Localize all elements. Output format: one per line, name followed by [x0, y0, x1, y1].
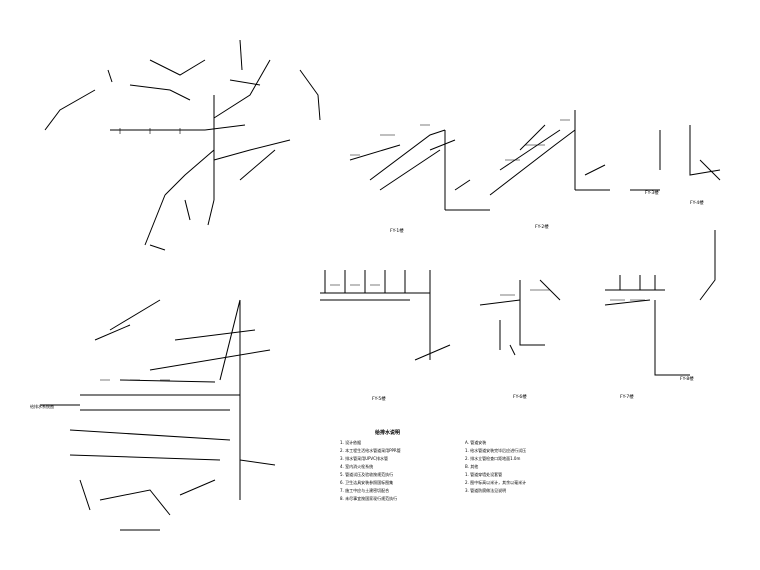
- note-left-4: 4. 室内消火栓系统: [340, 463, 373, 469]
- notes-title: 给排水说明: [375, 429, 400, 436]
- notes-block: 给排水说明 1. 设计依据 2. 本工程生活给水管道采用PPR管 3. 排水管采…: [340, 429, 526, 501]
- caption-fy1: FY-1楼: [390, 227, 404, 234]
- note-left-7: 7. 施工中应与土建密切配合: [340, 487, 389, 493]
- caption-fy4: FY-4楼: [690, 199, 704, 206]
- note-right-3: 2. 排水立管检查口距地面1.0m: [465, 455, 520, 461]
- note-right-7: 3. 管道防腐做法见说明: [465, 487, 506, 493]
- riser-diagram-fy3: [630, 125, 721, 191]
- note-left-1: 1. 设计依据: [340, 439, 361, 445]
- caption-fy2: FY-2楼: [535, 223, 549, 230]
- note-right-1: A. 管道安装: [465, 439, 486, 445]
- note-right-2: 1. 给水管道安装完毕后应进行试压: [465, 447, 526, 453]
- isometric-system-top-left: [44, 39, 321, 251]
- riser-diagram-fy1: [349, 129, 490, 211]
- note-right-4: B. 其他: [465, 463, 478, 469]
- note-left-3: 3. 排水管采用UPVC排水管: [340, 455, 388, 461]
- riser-diagram-fy4: [320, 270, 451, 361]
- note-left-5: 5. 管道试压及验收按规范执行: [340, 471, 393, 477]
- caption-fy7: FY-7楼: [620, 393, 634, 400]
- caption-fy5: FY-5楼: [372, 395, 386, 402]
- note-right-6: 2. 图中标高以米计，其余以毫米计: [465, 479, 526, 485]
- note-left-6: 6. 卫生洁具安装参照国标图集: [340, 479, 393, 485]
- riser-diagram-fy5: [479, 279, 561, 356]
- note-left-2: 2. 本工程生活给水管道采用PPR管: [340, 447, 401, 453]
- riser-diagram-fy6: [604, 230, 716, 376]
- note-right-5: 1. 管道穿墙处设套管: [465, 471, 502, 477]
- caption-fy6: FY-6楼: [513, 393, 527, 400]
- caption-fy3: FY-3楼: [645, 189, 659, 196]
- riser-diagram-fy2: [489, 110, 610, 196]
- side-label: 给排水系统图: [30, 403, 54, 409]
- isometric-system-bottom-left: [40, 299, 276, 531]
- note-left-8: 8. 未尽事宜按国家现行规范执行: [340, 495, 397, 501]
- caption-fy8: FY-8楼: [680, 375, 694, 382]
